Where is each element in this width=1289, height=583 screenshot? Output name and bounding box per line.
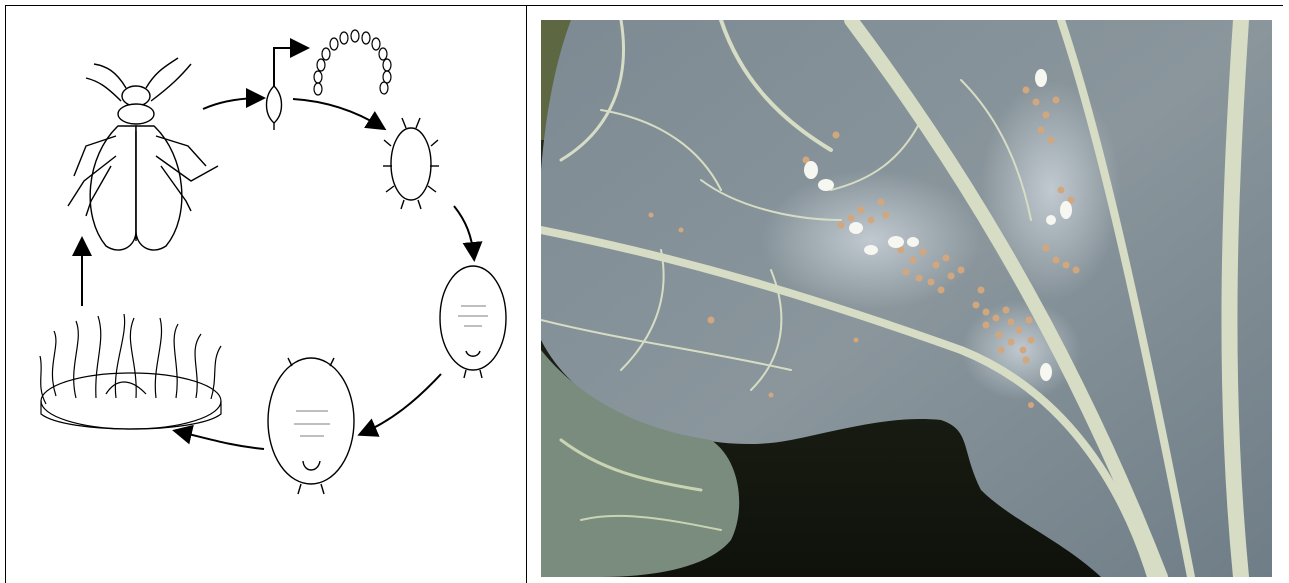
leaf-underside-photo bbox=[541, 20, 1272, 577]
wax-patch bbox=[981, 80, 1121, 300]
late-nymph-drawing bbox=[268, 358, 354, 494]
adult-whitefly-drawing bbox=[68, 58, 218, 250]
nymph-drawing bbox=[440, 266, 506, 378]
leaf-photo-drawing bbox=[541, 20, 1272, 577]
life-cycle-drawing bbox=[6, 6, 526, 583]
egg-drawing bbox=[267, 86, 282, 130]
pupa-drawing bbox=[40, 314, 221, 429]
leaf-photograph-panel bbox=[527, 6, 1283, 583]
crawler-drawing bbox=[383, 118, 439, 209]
wax-patch bbox=[761, 170, 981, 310]
egg-batch-drawing bbox=[314, 30, 391, 95]
life-cycle-illustration bbox=[6, 6, 526, 583]
